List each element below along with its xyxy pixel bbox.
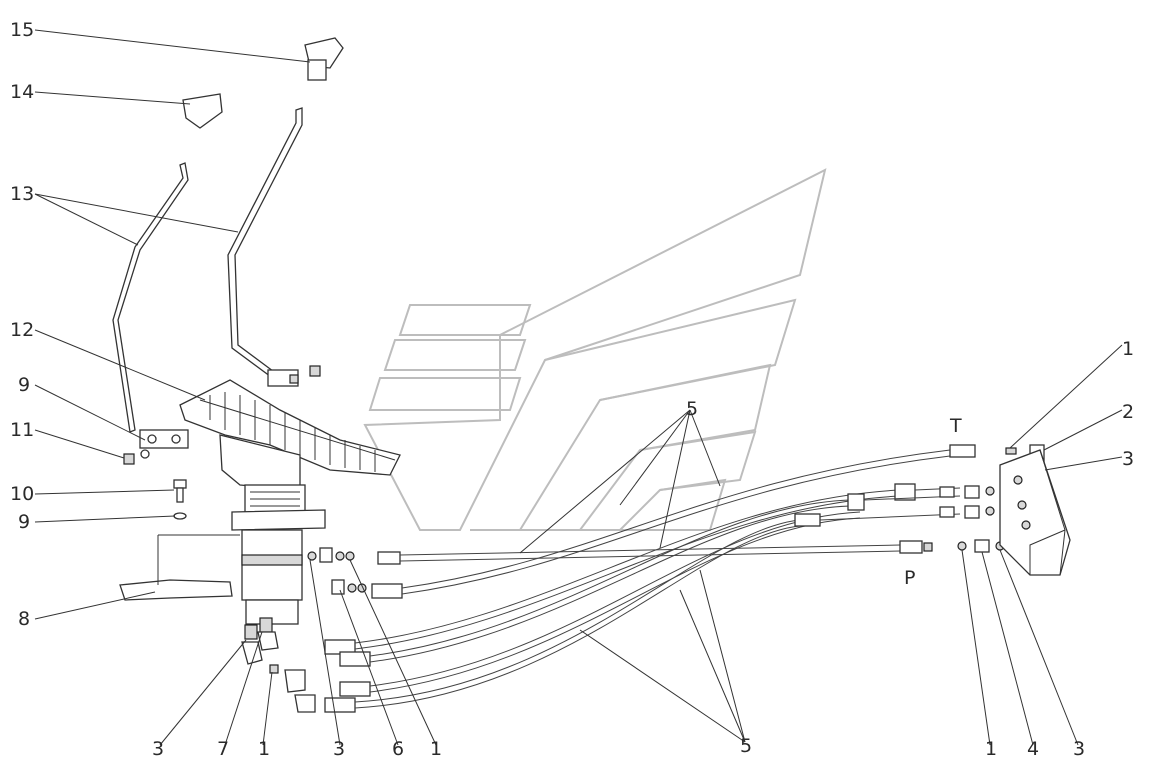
callout-label: 9 xyxy=(18,511,30,533)
callout-label: 1 xyxy=(258,738,270,760)
callout-label: 11 xyxy=(10,419,34,441)
callout-label: 14 xyxy=(10,81,34,103)
bolt-nut-left xyxy=(123,449,150,465)
callout-label: 6 xyxy=(392,738,404,760)
callout-label: 5 xyxy=(686,398,698,420)
callout-label: 10 xyxy=(10,483,34,505)
callout-label: 2 xyxy=(1122,401,1134,423)
leader-lines xyxy=(34,29,1123,746)
watermark-logo xyxy=(363,168,827,531)
manifold-fittings xyxy=(939,444,1045,553)
callout-label: 15 xyxy=(10,19,34,41)
callout-label: 3 xyxy=(1073,738,1085,760)
callout-label: 13 xyxy=(10,183,34,205)
callout-label: 8 xyxy=(18,608,30,630)
callout-label: 12 xyxy=(10,319,34,341)
pedal-plate xyxy=(179,379,401,476)
callout-label: 1 xyxy=(985,738,997,760)
callout-label: 9 xyxy=(18,374,30,396)
handle-grip-lower xyxy=(182,93,223,129)
callout-label: 3 xyxy=(333,738,345,760)
gasket-plate xyxy=(119,534,240,601)
pilot-valve-body xyxy=(219,434,326,625)
elbow-fittings xyxy=(241,617,316,713)
port-pressure-label: P xyxy=(904,567,915,589)
manifold-block xyxy=(999,449,1071,576)
washer xyxy=(173,512,187,520)
port-tank-label: T xyxy=(949,415,962,437)
callout-label: 1 xyxy=(430,738,442,760)
callout-label: 3 xyxy=(1122,448,1134,470)
handle-grip-upper xyxy=(304,37,344,81)
callout-label: 7 xyxy=(217,738,229,760)
mounting-bolt xyxy=(173,479,187,503)
callout-label: 1 xyxy=(1122,338,1134,360)
callout-label: 4 xyxy=(1027,738,1039,760)
adapter-fittings xyxy=(307,547,367,595)
callout-label: 5 xyxy=(740,735,752,757)
hydraulic-hoses xyxy=(324,444,976,713)
callout-label: 3 xyxy=(152,738,164,760)
lever-brackets xyxy=(139,365,321,449)
